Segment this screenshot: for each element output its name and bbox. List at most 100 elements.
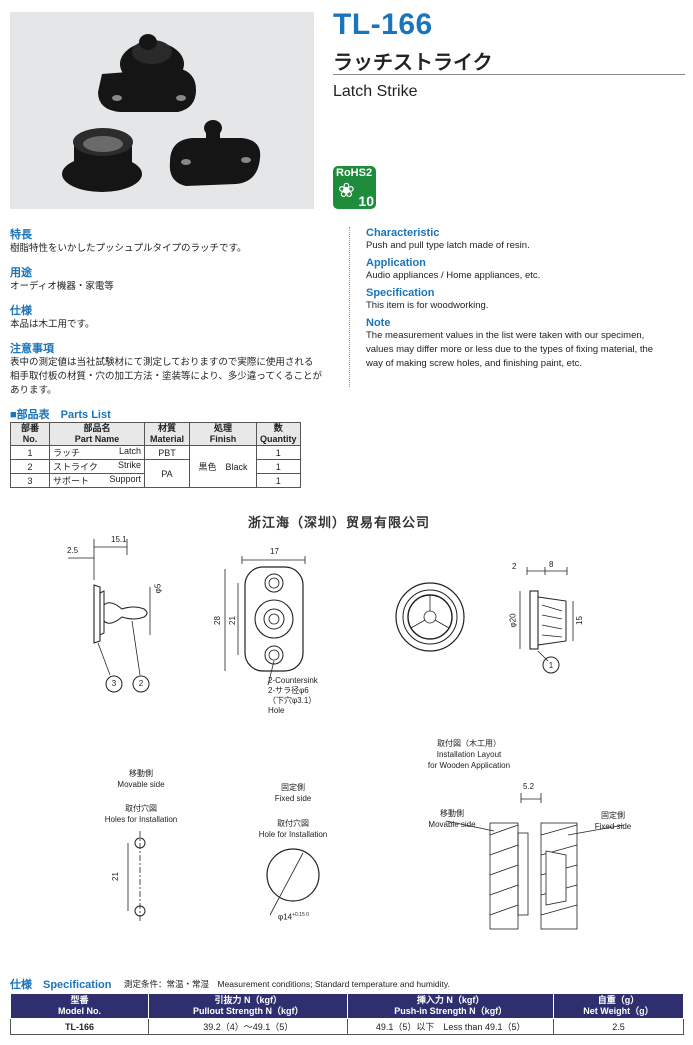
hole-note-line: Hole bbox=[268, 706, 285, 715]
fixed-side-en: Fixed side bbox=[274, 794, 312, 803]
dim-phi-14-value: φ14 bbox=[278, 912, 293, 922]
part-material: PBT bbox=[144, 445, 190, 460]
spec-conditions: 測定条件：常温・常湿 Measurement conditions; Stand… bbox=[124, 979, 450, 989]
rohs-number: 10 bbox=[358, 193, 374, 209]
note-line-jp: あります。 bbox=[10, 385, 57, 396]
spec-text-jp: 本品は木工用です。 bbox=[10, 319, 95, 330]
application-text-jp: オーディオ機器・家電等 bbox=[10, 281, 114, 292]
hole-note-line: 2-サラ径φ6 bbox=[268, 686, 309, 695]
col-pullout-en: Pullout Strength N（kgf） bbox=[192, 1006, 304, 1016]
layout-fixed-jp: 固定側 bbox=[601, 811, 625, 820]
dim-15-1: 15.1 bbox=[111, 535, 127, 544]
holes-install-label: 取付穴図 Holes for Installation bbox=[100, 803, 182, 825]
rohs-label: RoHS2 bbox=[336, 167, 373, 179]
part-qty: 1 bbox=[256, 459, 301, 474]
movable-side-label: 移動側 Movable side bbox=[110, 768, 172, 790]
col-qty-jp: 数 bbox=[273, 423, 283, 433]
note-line-en: way of making screw holes, and finishing… bbox=[366, 358, 582, 369]
title-divider bbox=[333, 74, 685, 75]
description-jp: 特長 樹脂特性をいかしたプッシュプルタイプのラッチです。 用途 オーディオ機器・… bbox=[10, 226, 345, 398]
dim-8: 8 bbox=[549, 560, 554, 569]
col-finish-jp: 処理 bbox=[213, 423, 232, 433]
spec-heading: 仕様 Specification bbox=[10, 979, 112, 991]
fixed-side-label: 固定側 Fixed side bbox=[262, 782, 324, 804]
col-pushin-jp: 挿入力 N（kgf） bbox=[416, 995, 485, 1005]
col-material-en: Material bbox=[149, 434, 184, 444]
hole-install-label: 取付穴図 Hole for Installation bbox=[252, 818, 334, 840]
col-no-en: No. bbox=[22, 434, 38, 444]
dim-phi-5: φ5 bbox=[153, 583, 163, 594]
application-heading-jp: 用途 bbox=[10, 267, 32, 279]
col-name-jp: 部品名 bbox=[83, 423, 111, 433]
maker-watermark: 浙江海（深圳）贸易有限公司 bbox=[248, 515, 431, 530]
rohs-badge: RoHS2 ❀ 10 bbox=[333, 166, 376, 209]
application-heading-en: Application bbox=[366, 257, 426, 269]
layout-movable-en: Movable side bbox=[428, 820, 476, 829]
dim-2-5: 2.5 bbox=[67, 546, 79, 555]
balloon-3: 3 bbox=[111, 679, 117, 688]
part-name-jp: ラッチ bbox=[53, 448, 81, 458]
layout-movable-label: 移動側 Movable side bbox=[426, 808, 478, 830]
installation-layout-label: 取付図（木工用） Installation Layout for Wooden … bbox=[420, 738, 518, 771]
layout-movable-jp: 移動側 bbox=[440, 809, 464, 818]
part-name: ラッチ Latch bbox=[49, 445, 145, 460]
feature-heading-jp: 特長 bbox=[10, 229, 32, 241]
feature-heading-en: Characteristic bbox=[366, 227, 440, 239]
dim-phi-20: φ20 bbox=[508, 613, 518, 628]
col-material-jp: 材質 bbox=[157, 423, 176, 433]
feature-text-jp: 樹脂特性をいかしたプッシュプルタイプのラッチです。 bbox=[10, 243, 247, 254]
application-text-en: Audio appliances / Home appliances, etc. bbox=[366, 270, 541, 281]
col-pushin-en: Push-in Strength N（kgf） bbox=[394, 1006, 508, 1016]
spec-heading-jp: 仕様 bbox=[10, 305, 32, 317]
part-no: 3 bbox=[10, 473, 50, 488]
hole-note-line: 2-Countersink bbox=[268, 676, 318, 685]
hole-install-jp: 取付穴図 bbox=[277, 819, 309, 828]
spec-pullout: 39.2（4）～49.1（5） bbox=[147, 1018, 349, 1035]
balloon-2: 2 bbox=[138, 679, 144, 688]
col-no-jp: 部番 bbox=[20, 423, 39, 433]
dim-21-holes: 21 bbox=[110, 872, 120, 881]
movable-side-en: Movable side bbox=[117, 780, 165, 789]
part-name-en: Latch bbox=[118, 446, 141, 456]
feature-text-en: Push and pull type latch made of resin. bbox=[366, 240, 530, 251]
part-qty: 1 bbox=[256, 445, 301, 460]
part-name-jp: ストライク bbox=[53, 462, 98, 472]
col-pullout-jp: 引抜力 N（kgf） bbox=[214, 995, 282, 1005]
part-qty: 1 bbox=[256, 473, 301, 488]
dim-21: 21 bbox=[227, 616, 237, 625]
col-weight-en: Net Weight（g） bbox=[583, 1006, 654, 1016]
note-line-en: values may differ more or less due to th… bbox=[366, 344, 654, 355]
movable-side-jp: 移動側 bbox=[129, 769, 153, 778]
dim-5-2: 5.2 bbox=[523, 782, 535, 791]
note-heading-en: Note bbox=[366, 317, 391, 329]
title-japanese: ラッチストライク bbox=[333, 52, 493, 74]
dim-2: 2 bbox=[512, 562, 517, 571]
fixed-side-jp: 固定側 bbox=[281, 783, 305, 792]
hole-install-en: Hole for Installation bbox=[258, 830, 328, 839]
col-weight-jp: 自重（g） bbox=[597, 995, 640, 1005]
table-row: 2 ストライク Strike PA 1 bbox=[10, 459, 301, 488]
part-name: ストライク Strike bbox=[49, 459, 145, 474]
model-number: TL-166 bbox=[333, 8, 433, 41]
part-no: 2 bbox=[10, 459, 50, 474]
note-line-en: The measurement values in the list were … bbox=[366, 330, 645, 341]
spec-heading-en: Specification bbox=[366, 287, 435, 299]
layout-title-en: Installation Layout bbox=[436, 750, 502, 759]
layout-title-en2: for Wooden Application bbox=[427, 761, 511, 770]
part-no: 1 bbox=[10, 445, 50, 460]
balloon-1: 1 bbox=[548, 661, 554, 670]
dim-phi-14: φ14+0.15 0 bbox=[278, 912, 309, 922]
layout-fixed-label: 固定側 Fixed side bbox=[590, 810, 636, 832]
col-model-en: Model No. bbox=[57, 1006, 101, 1016]
holes-install-jp: 取付穴図 bbox=[125, 804, 157, 813]
part-finish: 黒色 Black bbox=[189, 445, 257, 488]
col-finish-en: Finish bbox=[209, 434, 237, 444]
part-material: PA bbox=[144, 459, 190, 488]
part-name-en: Strike bbox=[117, 460, 141, 470]
holes-install-en: Holes for Installation bbox=[104, 815, 178, 824]
layout-fixed-en: Fixed side bbox=[594, 822, 632, 831]
leaf-icon: ❀ bbox=[338, 180, 355, 202]
